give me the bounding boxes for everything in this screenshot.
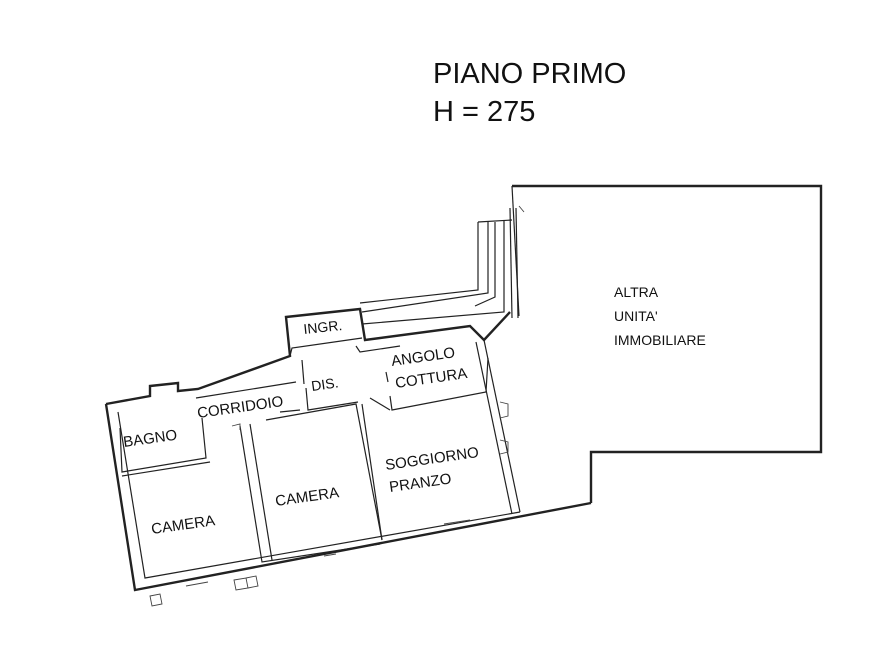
- other-unit-line-1: ALTRA: [614, 284, 659, 300]
- other-unit-line-3: IMMOBILIARE: [614, 332, 706, 348]
- other-unit-line-2: UNITA': [614, 308, 658, 324]
- label-camera-mid: CAMERA: [274, 484, 340, 510]
- plan-height: H = 275: [433, 96, 536, 128]
- interior-walls: [119, 337, 521, 607]
- label-dis: DIS.: [310, 374, 339, 394]
- label-cottura: COTTURA: [394, 365, 468, 392]
- label-pranzo: PRANZO: [388, 470, 452, 496]
- label-camera-left: CAMERA: [150, 512, 216, 538]
- label-corridoio: CORRIDOIO: [196, 393, 284, 422]
- label-angolo: ANGOLO: [390, 344, 456, 370]
- label-soggiorno: SOGGIORNO: [384, 444, 480, 474]
- other-unit-label: ALTRA UNITA' IMMOBILIARE: [614, 284, 706, 348]
- balcony-strip: [359, 205, 525, 325]
- room-labels: INGR. CORRIDOIO DIS. ANGOLO COTTURA BAGN…: [122, 317, 480, 538]
- label-bagno: BAGNO: [122, 427, 178, 451]
- label-ingr: INGR.: [303, 317, 343, 337]
- outer-walls: [104, 307, 592, 592]
- plan-title: PIANO PRIMO: [433, 58, 627, 90]
